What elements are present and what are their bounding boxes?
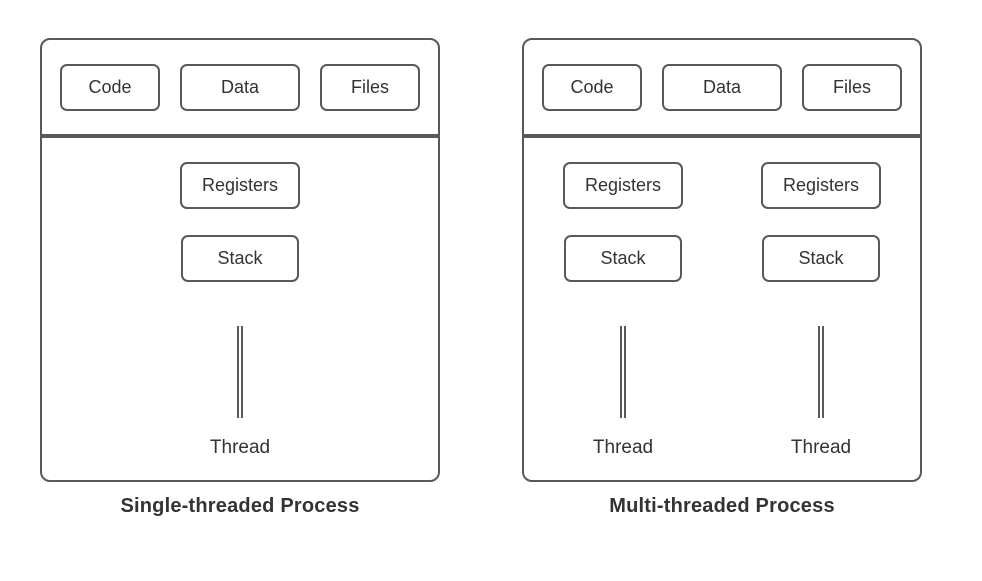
code-box: Code (60, 63, 160, 111)
thread-label: Thread (790, 437, 852, 458)
process-shared-section: Code Data Files (42, 40, 438, 138)
thread-line-icon (818, 326, 824, 418)
files-box-label: Files (350, 76, 389, 97)
thread-label: Thread (209, 437, 271, 458)
files-box: Files (320, 63, 420, 111)
thread-column: Registers Stack Thread (524, 138, 722, 480)
thread-line-icon (620, 326, 626, 418)
diagram-caption: Multi-threaded Process (609, 495, 835, 517)
process-thread-section: Registers Stack Thread (42, 138, 438, 480)
data-box-label: Data (702, 76, 742, 97)
stack-box: Stack (181, 235, 299, 282)
process-box: Code Data Files Registers Stack (522, 38, 922, 482)
stack-box: Stack (762, 235, 880, 282)
code-box-label: Code (570, 76, 614, 97)
registers-box-label: Registers (782, 175, 860, 195)
stack-box-label: Stack (798, 248, 844, 268)
multi-threaded-diagram: Code Data Files Registers Stack (522, 38, 922, 518)
single-threaded-diagram: Code Data Files Registers Stack (40, 38, 440, 518)
registers-box: Registers (563, 162, 683, 209)
thread-label: Thread (592, 437, 654, 458)
registers-box: Registers (180, 162, 300, 209)
process-shared-section: Code Data Files (524, 40, 920, 138)
files-box: Files (802, 63, 902, 111)
data-box: Data (662, 63, 782, 111)
process-box: Code Data Files Registers Stack (40, 38, 440, 482)
registers-box: Registers (761, 162, 881, 209)
thread-column: Registers Stack Thread (42, 138, 438, 480)
registers-box-label: Registers (584, 175, 662, 195)
stack-box-label: Stack (217, 248, 263, 268)
code-box: Code (542, 63, 642, 111)
files-box-label: Files (832, 76, 871, 97)
data-box-label: Data (220, 76, 260, 97)
data-box: Data (180, 63, 300, 111)
thread-line-icon (237, 326, 243, 418)
stack-box-label: Stack (600, 248, 646, 268)
code-box-label: Code (88, 76, 132, 97)
stack-box: Stack (564, 235, 682, 282)
registers-box-label: Registers (201, 175, 279, 195)
diagram-caption: Single-threaded Process (120, 495, 360, 517)
thread-column: Registers Stack Thread (722, 138, 920, 480)
process-thread-section: Registers Stack Thread Registers Stack (524, 138, 920, 480)
